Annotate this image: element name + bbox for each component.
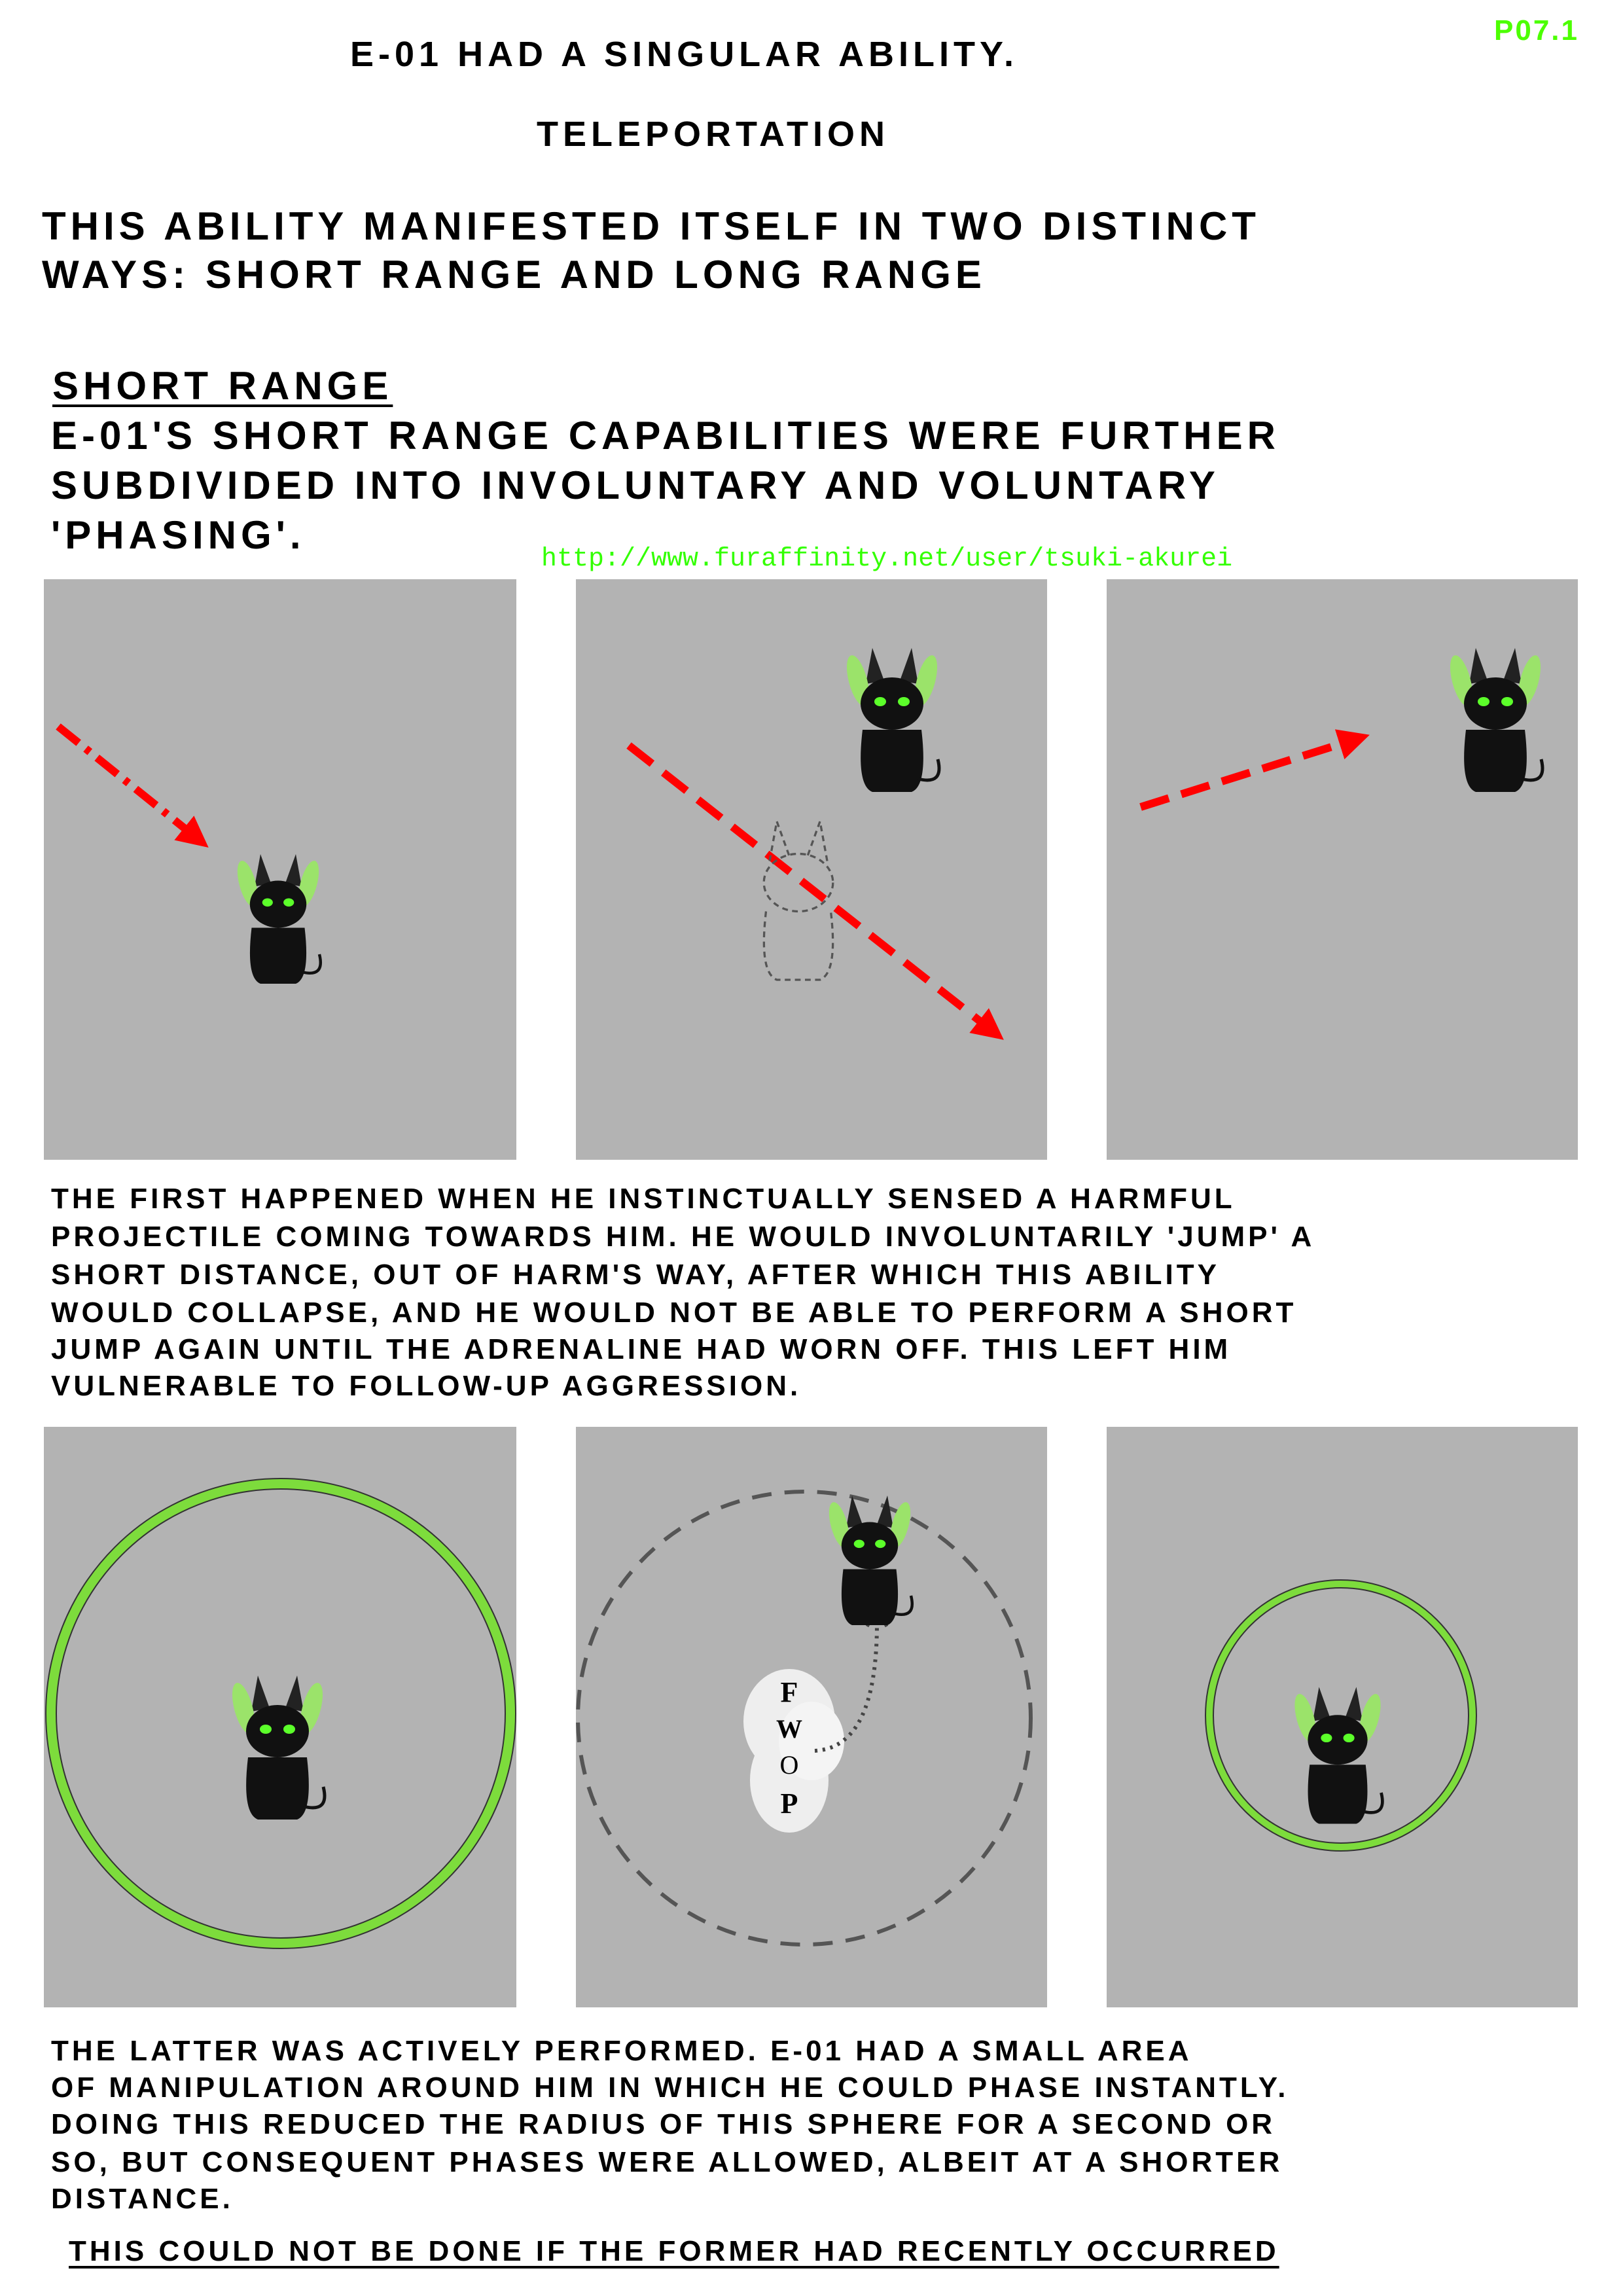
projectile-arrow [56, 723, 209, 848]
paragraph2-line: Doing this reduced the radius of this sp… [51, 2108, 1276, 2140]
phase-sphere-previous [576, 1490, 1033, 1946]
paragraph1-line: would collapse, and he would not be able… [51, 1297, 1297, 1329]
phase-sphere-reduced [1206, 1581, 1476, 1850]
phase-sphere [46, 1479, 515, 1948]
paragraph2-line: distance. [51, 2183, 234, 2215]
section-line-1: E-01's short range capabilities were fur… [51, 414, 1280, 457]
phase-path-dotted [814, 1623, 879, 1753]
intro-line-1: This ability manifested itself in two di… [42, 204, 1260, 248]
artist-url-watermark: http://www.furaffinity.net/user/tsuki-ak… [541, 545, 1233, 574]
paragraph1-line: The first happened when he instinctually… [51, 1183, 1236, 1215]
paragraph1-line: vulnerable to follow-up aggression. [51, 1370, 802, 1402]
sfx-letter: W [776, 1714, 802, 1744]
panel-2 [576, 579, 1047, 1160]
projectile-arrow [626, 742, 1004, 1040]
paragraph1-line: projectile coming towards him. He would … [51, 1221, 1315, 1253]
paragraph1-line: short distance, out of harm's way, after… [51, 1259, 1220, 1291]
footer-note: This could not be done if the former had… [69, 2235, 1279, 2267]
panel-3 [1107, 579, 1578, 1160]
projectile-arrow [1139, 729, 1370, 811]
sfx-letter: P [781, 1787, 798, 1820]
section-line-3: 'phasing'. [51, 513, 306, 557]
page-title: E-01 had a singular ability. [350, 35, 1019, 74]
paragraph2-line: of manipulation around him in which he c… [51, 2072, 1289, 2104]
paragraph1-line: jump again until the adrenaline had worn… [51, 1333, 1232, 1365]
afterimage-outline [762, 817, 834, 981]
section-line-2: subdivided into involuntary and voluntar… [51, 463, 1220, 507]
fwop-smoke-cloud [743, 1669, 844, 1833]
intro-line-2: ways: short range and long range [42, 253, 986, 296]
paragraph2-line: The latter was actively performed. E-01 … [51, 2035, 1192, 2067]
panel-1 [44, 579, 516, 1160]
sfx-letter: F [781, 1676, 798, 1708]
section-heading: Short Range [52, 364, 393, 408]
page-subtitle: Teleportation [537, 115, 889, 154]
sfx-letter: O [780, 1750, 799, 1780]
page-number: P07.1 [1494, 14, 1579, 46]
paragraph2-line: so, but consequent phases were allowed, … [51, 2146, 1283, 2178]
